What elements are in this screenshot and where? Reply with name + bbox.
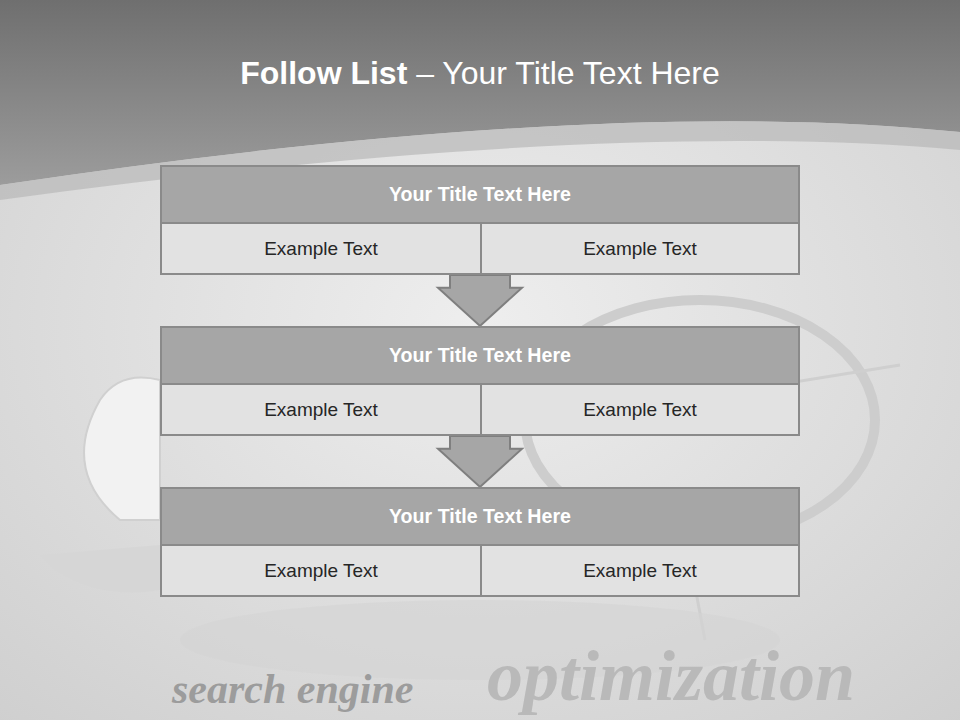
list-cell: Example Text (480, 224, 798, 273)
list-cell: Example Text (162, 385, 480, 434)
list-block: Your Title Text HereExample TextExample … (160, 165, 800, 275)
cell-text: Example Text (583, 399, 697, 421)
title-bold: Follow List (240, 55, 416, 91)
block-header: Your Title Text Here (162, 328, 798, 385)
slide-title: Follow List – Your Title Text Here (0, 56, 960, 91)
cell-text: Example Text (264, 560, 378, 582)
cell-text: Example Text (583, 560, 697, 582)
block-header: Your Title Text Here (162, 489, 798, 546)
list-cell: Example Text (480, 546, 798, 595)
watermark-text: optimization (487, 640, 855, 712)
title-rest: – Your Title Text Here (416, 55, 720, 91)
list-cell: Example Text (162, 224, 480, 273)
list-block: Your Title Text HereExample TextExample … (160, 326, 800, 436)
list-cell: Example Text (480, 385, 798, 434)
block-header: Your Title Text Here (162, 167, 798, 224)
flow-arrow (438, 275, 522, 326)
cell-text: Example Text (264, 238, 378, 260)
cell-row: Example Text Example Text (162, 224, 798, 273)
watermark-text: search engine (172, 668, 414, 710)
cell-text: Example Text (264, 399, 378, 421)
list-cell: Example Text (162, 546, 480, 595)
cell-row: Example Text Example Text (162, 546, 798, 595)
flow-arrow (438, 436, 522, 487)
cell-row: Example Text Example Text (162, 385, 798, 434)
list-block: Your Title Text HereExample TextExample … (160, 487, 800, 597)
letter-shape (84, 378, 160, 521)
header-band (0, 0, 960, 185)
letter-shadow (40, 545, 160, 593)
cell-text: Example Text (583, 238, 697, 260)
